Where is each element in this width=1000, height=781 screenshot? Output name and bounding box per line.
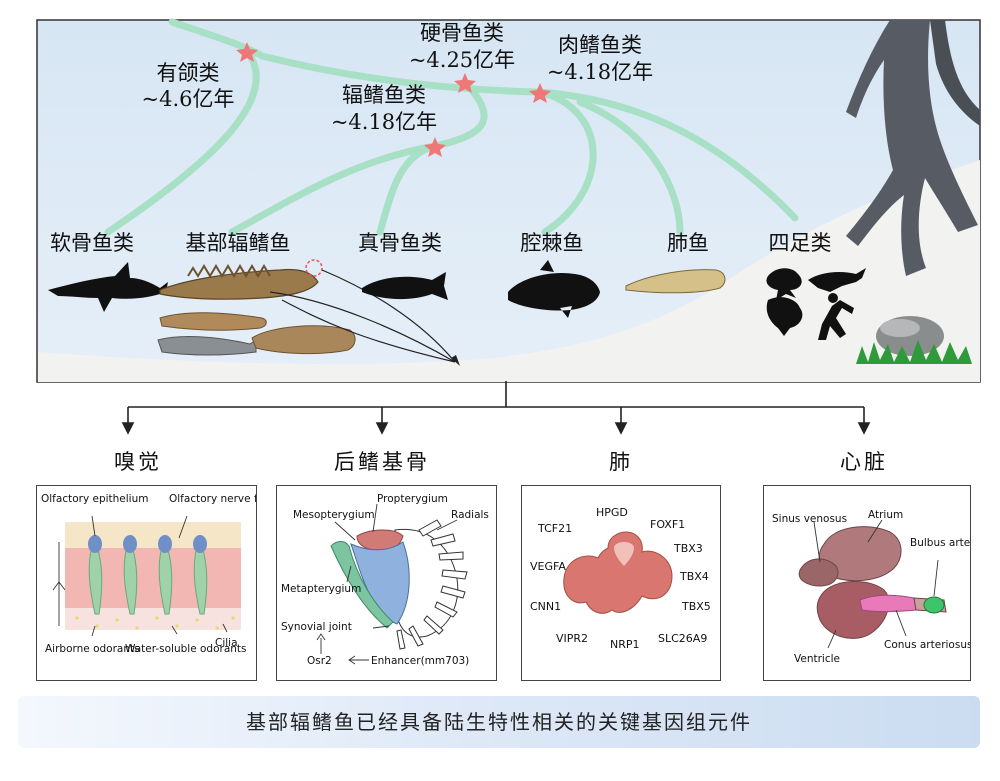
node-age-actinopterygii: ~4.18亿年 <box>331 110 437 134</box>
label-metapterygium: Metapterygium <box>281 583 361 595</box>
rock-highlight <box>880 319 920 337</box>
conus-arteriosus-shape <box>859 594 917 612</box>
gene-cnn1: CNN1 <box>530 600 561 613</box>
label-olfactory-nerve-fibre: Olfactory nerve fibre <box>169 493 256 505</box>
gene-tcf21: TCF21 <box>537 522 572 535</box>
teleost-silhouette <box>362 272 448 300</box>
label-water-soluble-odorants: Water-soluble odorants <box>125 643 247 655</box>
label-airborne-odorants: Airborne odorants <box>45 643 140 655</box>
shark-silhouette <box>48 262 168 312</box>
sturgeon-image <box>159 312 267 331</box>
grass <box>856 340 972 364</box>
label-osr2: Osr2 <box>307 655 332 667</box>
taxon-label-coelacanth: 腔棘鱼 <box>521 231 584 255</box>
taxon-label-chondrichthyes: 软骨鱼类 <box>50 231 134 255</box>
heart-panel: Sinus venosus Atrium Bulbus arteriosus V… <box>763 485 971 681</box>
label-enhancer: Enhancer(mm703) <box>371 655 469 667</box>
node-label-gnathostomes: 有颌类 <box>157 61 220 85</box>
label-bulbus-arteriosus: Bulbus arteriosus <box>910 537 970 549</box>
bracket-connector <box>121 381 871 435</box>
label-propterygium: Propterygium <box>377 493 448 505</box>
node-star-sarcopterygii <box>529 83 551 103</box>
label-ventricle: Ventricle <box>794 653 840 665</box>
sinus-venosus-shape <box>798 558 839 587</box>
taxon-label-teleosts: 真骨鱼类 <box>358 231 442 255</box>
frog-silhouette <box>766 268 802 300</box>
bulbus-arteriosus-shape <box>923 596 945 614</box>
node-label-osteichthyes: 硬骨鱼类 <box>420 21 504 45</box>
lizard-silhouette <box>808 268 866 292</box>
lung-diagram: HPGD TCF21 FOXF1 TBX3 VEGFA TBX4 CNN1 TB… <box>530 506 711 651</box>
node-star-gnathostomes <box>236 42 258 62</box>
bird-silhouette <box>766 297 803 336</box>
gene-tbx4: TBX4 <box>679 570 709 583</box>
lung-lumen <box>614 542 634 566</box>
label-atrium: Atrium <box>868 509 903 521</box>
label-cilia: Cilia <box>215 637 238 649</box>
node-age-osteichthyes: ~4.25亿年 <box>409 48 515 72</box>
lung-shape <box>563 531 673 614</box>
gene-vegfa: VEGFA <box>530 560 566 573</box>
olfactory-neurons <box>88 545 208 615</box>
ventricle-shape <box>816 580 890 639</box>
lung-panel: HPGD TCF21 FOXF1 TBX3 VEGFA TBX4 CNN1 TB… <box>521 485 721 681</box>
fin-panel: Mesopterygium Propterygium Radials Metap… <box>276 485 497 681</box>
label-radials: Radials <box>451 509 489 521</box>
annotation-arrowhead <box>451 355 460 366</box>
taxon-label-tetrapods: 四足类 <box>769 231 832 255</box>
bichir-image <box>159 268 319 300</box>
metapterygium-bone <box>330 541 394 629</box>
human-silhouette <box>818 293 854 340</box>
node-star-actinopterygii <box>424 137 446 157</box>
heart-diagram: Sinus venosus Atrium Bulbus arteriosus V… <box>772 509 970 665</box>
coelacanth-silhouette <box>508 260 600 318</box>
gene-slc26a9: SLC26A9 <box>658 632 707 645</box>
lungfish-image <box>625 269 726 294</box>
panel-title-lung: 肺 <box>609 450 633 474</box>
label-olfactory-epithelium: Olfactory epithelium <box>41 493 149 505</box>
node-star-osteichthyes <box>454 73 476 93</box>
label-sinus-venosus: Sinus venosus <box>772 513 847 525</box>
gene-tbx3: TBX3 <box>673 542 703 555</box>
label-conus-arteriosus: Conus arteriosus <box>884 639 970 651</box>
label-synovial-joint: Synovial joint <box>281 621 352 633</box>
node-label-actinopterygii: 辐鳍鱼类 <box>342 83 426 107</box>
annotation-arrows <box>269 269 456 363</box>
footer-banner: 基部辐鳍鱼已经具备陆生特性相关的关键基因组元件 <box>18 696 980 748</box>
olfaction-diagram: Olfactory epithelium Olfactory nerve fib… <box>41 493 256 655</box>
node-markers <box>236 42 551 157</box>
panel-title-fin: 后鳍基骨 <box>334 450 430 474</box>
panel-title-heart: 心脏 <box>840 450 888 474</box>
gene-tbx5: TBX5 <box>681 600 711 613</box>
node-label-sarcopterygii: 肉鳍鱼类 <box>558 33 642 57</box>
bichir-fins <box>187 264 271 278</box>
gene-vipr2: VIPR2 <box>556 632 588 645</box>
footer-caption: 基部辐鳍鱼已经具备陆生特性相关的关键基因组元件 <box>246 710 752 734</box>
fin-diagram: Mesopterygium Propterygium Radials Metap… <box>281 493 489 667</box>
gene-nrp1: NRP1 <box>610 638 640 651</box>
label-mesopterygium: Mesopterygium <box>293 509 375 521</box>
node-age-gnathostomes: ~4.6亿年 <box>142 87 235 111</box>
node-age-sarcopterygii: ~4.18亿年 <box>547 60 653 84</box>
fin-radials <box>394 519 468 650</box>
epithelium-lower-layer <box>65 608 241 630</box>
tree-branch <box>930 20 980 126</box>
ground <box>38 160 980 382</box>
taxon-label-basal-actinopterygians: 基部辐鳍鱼 <box>186 231 291 255</box>
bowfin-image <box>251 325 356 355</box>
bichir-highlight-circle <box>305 259 323 277</box>
olfaction-panel: Olfactory epithelium Olfactory nerve fib… <box>36 485 257 681</box>
tree-trunk <box>846 20 978 276</box>
phylogeny-panel: 有颌类 ~4.6亿年 硬骨鱼类 ~4.25亿年 肉鳍鱼类 ~4.18亿年 辐鳍鱼… <box>36 18 981 383</box>
taxon-label-lungfish: 肺鱼 <box>667 231 709 255</box>
gene-hpgd: HPGD <box>596 506 628 519</box>
panel-title-olfaction: 嗅觉 <box>114 450 162 474</box>
gene-foxf1: FOXF1 <box>650 518 685 531</box>
